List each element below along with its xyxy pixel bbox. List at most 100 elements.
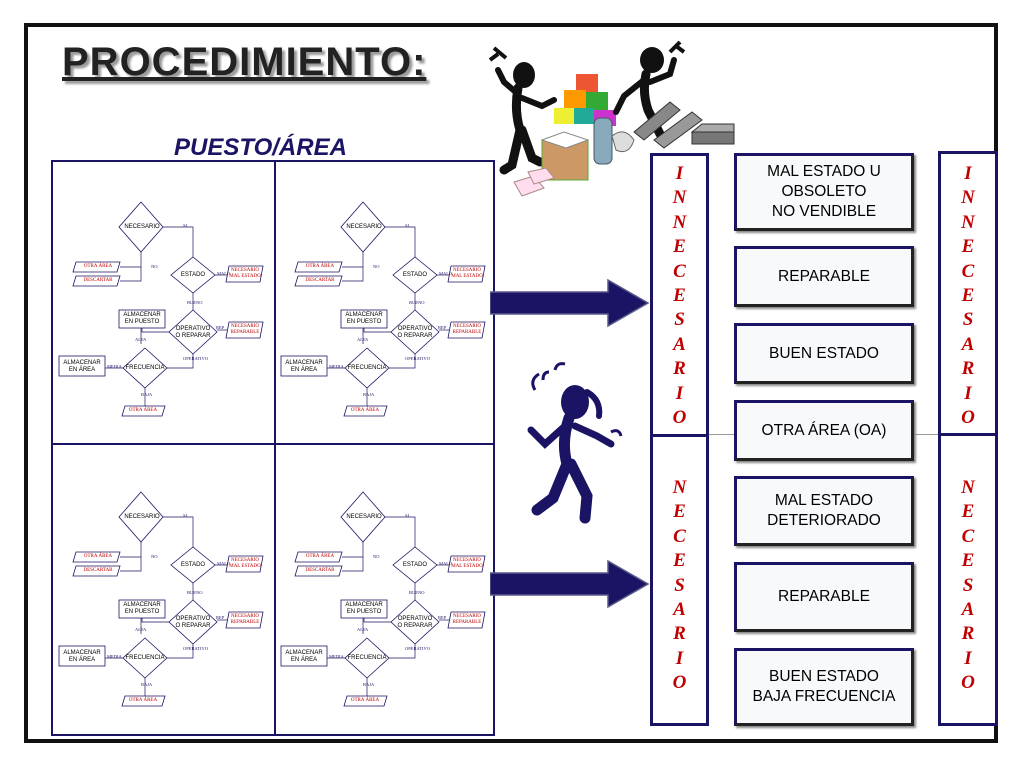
operativo-label: OPERATIVO O REPARAR: [397, 616, 433, 629]
no-label: NO: [373, 264, 380, 269]
malo-label: MALO: [217, 271, 231, 276]
almacenar-area-label: ALMACENAR EN ÁREA: [63, 650, 101, 663]
box-otra-area: OTRA ÁREA (OA): [734, 400, 914, 461]
necesario-reparable-label: NECESARIO REPARABLE: [452, 324, 482, 335]
almacenar-puesto-label: ALMACENAR EN PUESTO: [345, 312, 383, 325]
media-label: MEDIA: [329, 654, 344, 659]
bueno-label: BUENO: [187, 300, 203, 305]
necesario-label: NECESARIO: [346, 224, 382, 230]
necesario-mal-estado-label: NECESARIO MAL ESTADO: [451, 268, 483, 279]
almacenar-area-label: ALMACENAR EN ÁREA: [63, 360, 101, 373]
almacenar-puesto-label: ALMACENAR EN PUESTO: [123, 312, 161, 325]
box-buen-estado: BUEN ESTADO: [734, 323, 914, 384]
no-label: NO: [151, 554, 158, 559]
flowchart-quadrant-top-right: NECESARIO SI NO OTRA ÁREA DESCARTAR ESTADO MAL…: [275, 162, 495, 442]
flowchart-lines: [280, 201, 486, 417]
otra-area-bottom-label: OTRA ÁREA: [128, 408, 158, 413]
almacenar-area-label: ALMACENAR EN ÁREA: [285, 360, 323, 373]
alta-label: ALTA: [357, 627, 369, 632]
flowchart-lines: [58, 201, 264, 417]
descartar-label: DESCARTAR: [305, 568, 335, 573]
estado-label: ESTADO: [180, 272, 206, 278]
grid-divider-vertical: [274, 162, 276, 734]
necesario-reparable-label: NECESARIO REPARABLE: [452, 614, 482, 625]
operativo-path-label: OPERATIVO: [405, 356, 431, 361]
frecuencia-label: FRECUENCIA: [125, 655, 165, 661]
grid-divider-horizontal: [53, 443, 493, 445]
arrow-right-bottom: [490, 559, 650, 609]
operativo-path-label: OPERATIVO: [183, 646, 209, 651]
necesario-reparable-label: NECESARIO REPARABLE: [230, 324, 260, 335]
almacenar-puesto-label: ALMACENAR EN PUESTO: [345, 602, 383, 615]
right-column-split: [938, 433, 998, 436]
media-label: MEDIA: [107, 654, 122, 659]
necesario-label: NECESARIO: [124, 224, 160, 230]
si-label: SI: [405, 223, 410, 228]
rep-label: REP: [216, 615, 225, 620]
frecuencia-label: FRECUENCIA: [347, 365, 387, 371]
people-with-boxes-illustration: [488, 40, 735, 197]
no-label: NO: [151, 264, 158, 269]
descartar-label: DESCARTAR: [83, 278, 113, 283]
flowchart-lines: [280, 491, 486, 707]
media-label: MEDIA: [107, 364, 122, 369]
almacenar-area-label: ALMACENAR EN ÁREA: [285, 650, 323, 663]
necesario-mal-estado-label: NECESARIO MAL ESTADO: [229, 268, 261, 279]
si-label: SI: [405, 513, 410, 518]
estado-label: ESTADO: [402, 562, 428, 568]
frecuencia-label: FRECUENCIA: [125, 365, 165, 371]
malo-label: MALO: [439, 271, 453, 276]
bueno-label: BUENO: [409, 590, 425, 595]
bueno-label: BUENO: [187, 590, 203, 595]
page-title: PROCEDIMIENTO:: [62, 40, 427, 84]
otra-area-label: OTRA ÁREA: [83, 264, 113, 269]
arrow-right-top: [490, 278, 650, 328]
flowchart-grid: [51, 160, 495, 736]
si-label: SI: [183, 223, 188, 228]
necesario-mal-estado-label: NECESARIO MAL ESTADO: [229, 558, 261, 569]
otra-area-label: OTRA ÁREA: [83, 554, 113, 559]
operativo-path-label: OPERATIVO: [405, 646, 431, 651]
baja-label: BAJA: [363, 682, 375, 687]
baja-label: BAJA: [141, 392, 153, 397]
necesario-label: NECESARIO: [124, 514, 160, 520]
si-label: SI: [183, 513, 188, 518]
frecuencia-label: FRECUENCIA: [347, 655, 387, 661]
alta-label: ALTA: [135, 627, 147, 632]
estado-label: ESTADO: [402, 272, 428, 278]
operativo-label: OPERATIVO O REPARAR: [175, 326, 211, 339]
malo-label: MALO: [217, 561, 231, 566]
otra-area-bottom-label: OTRA ÁREA: [350, 698, 380, 703]
box-reparable-bottom: REPARABLE: [734, 562, 914, 632]
rep-label: REP: [438, 325, 447, 330]
flowchart-lines: [58, 491, 264, 707]
necesario-mal-estado-label: NECESARIO MAL ESTADO: [451, 558, 483, 569]
box-reparable-top: REPARABLE: [734, 246, 914, 307]
operativo-label: OPERATIVO O REPARAR: [397, 326, 433, 339]
necesario-reparable-label: NECESARIO REPARABLE: [230, 614, 260, 625]
otra-area-bottom-label: OTRA ÁREA: [128, 698, 158, 703]
descartar-label: DESCARTAR: [305, 278, 335, 283]
otra-area-label: OTRA ÁREA: [305, 264, 335, 269]
confused-person-icon: [527, 362, 623, 524]
rep-label: REP: [438, 615, 447, 620]
otra-area-label: OTRA ÁREA: [305, 554, 335, 559]
operativo-path-label: OPERATIVO: [183, 356, 209, 361]
baja-label: BAJA: [363, 392, 375, 397]
estado-label: ESTADO: [180, 562, 206, 568]
flowchart-quadrant-top-left: NECESARIO SI NO OTRA ÁREA DESCARTAR ESTADO MAL…: [53, 162, 273, 442]
malo-label: MALO: [439, 561, 453, 566]
operativo-label: OPERATIVO O REPARAR: [175, 616, 211, 629]
no-label: NO: [373, 554, 380, 559]
